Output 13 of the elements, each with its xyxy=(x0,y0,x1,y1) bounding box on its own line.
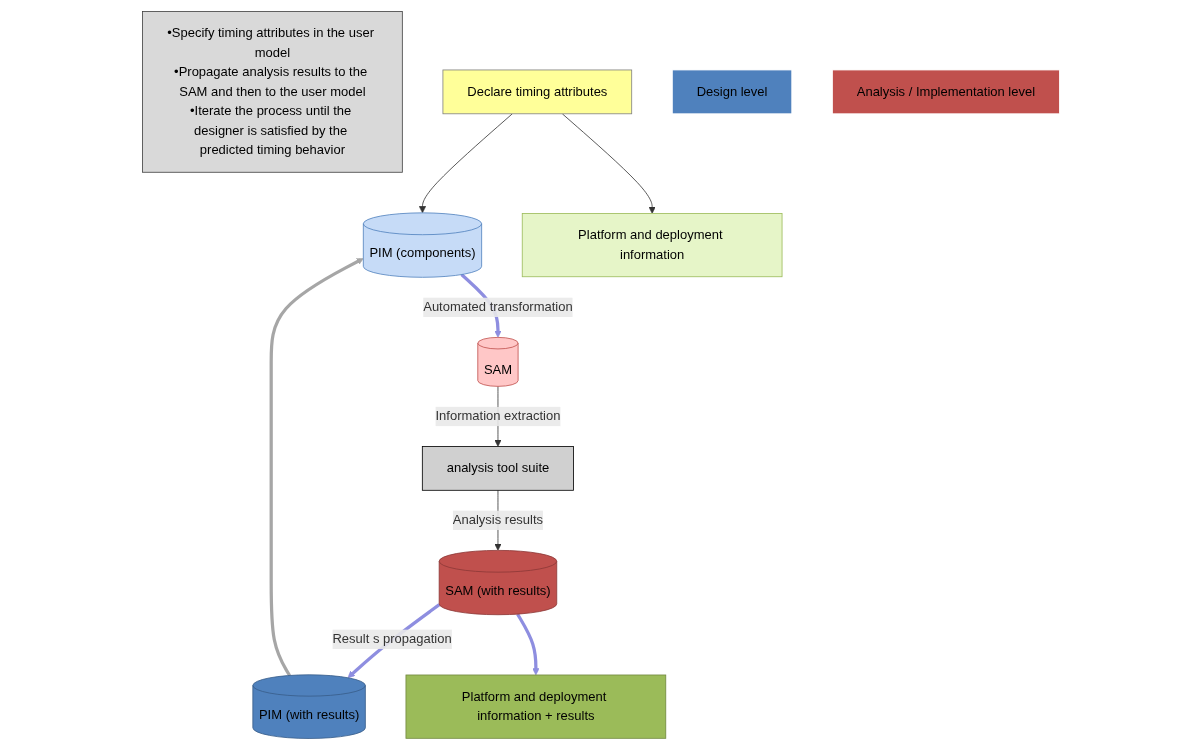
arrow xyxy=(269,258,364,677)
node-box: •Specify timing attributes in the user model •Propagate analysis results to the SAM and then to the user model •Iterate the process until the designer is satisfied by the predicted timing behavior xyxy=(141,11,403,173)
edge-label: Information extraction xyxy=(435,409,560,423)
node-box: Analysis / Implementation level xyxy=(831,69,1060,115)
edge-label: Analysis results xyxy=(452,513,543,527)
node-box: Platform and deployment information xyxy=(521,213,782,278)
edge-label: Automated transformation xyxy=(422,300,573,314)
node-box: analysis tool suite xyxy=(421,446,574,491)
node-box: Declare timing attributes xyxy=(442,69,632,115)
node-box: Platform and deployment information + results xyxy=(405,674,666,739)
arrow xyxy=(515,613,539,676)
node-box: Design level xyxy=(671,69,792,115)
edge-label: Result s propagation xyxy=(332,631,452,646)
